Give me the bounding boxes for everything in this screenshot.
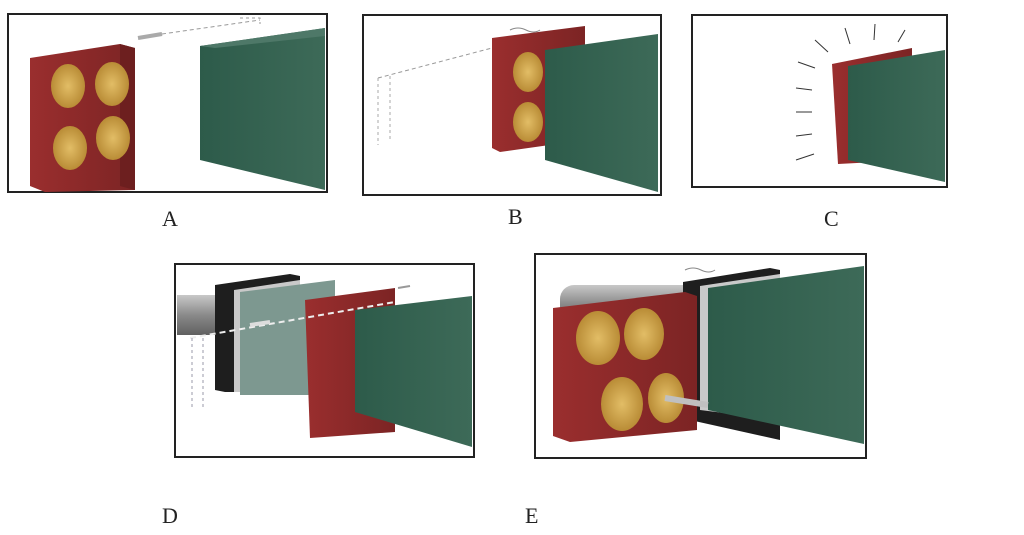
panel-c [691, 14, 948, 188]
green-block [355, 296, 472, 447]
panel-d [174, 263, 475, 458]
green-block [708, 266, 864, 444]
panel-b [362, 14, 662, 196]
coins [51, 62, 130, 170]
green-block [848, 50, 945, 182]
arrow-icon [249, 320, 271, 327]
panel-label-a: A [162, 206, 178, 231]
panel-label-d: D [162, 503, 178, 528]
panel-label-b: B [508, 204, 523, 229]
green-block [545, 34, 658, 192]
panel-label-c: C [824, 206, 839, 231]
impact-lines [795, 23, 906, 161]
arrow-icon [137, 32, 163, 40]
panel-a [7, 13, 328, 193]
green-block [200, 28, 325, 190]
panel-e [534, 253, 867, 459]
panel-label-e: E [525, 503, 539, 528]
